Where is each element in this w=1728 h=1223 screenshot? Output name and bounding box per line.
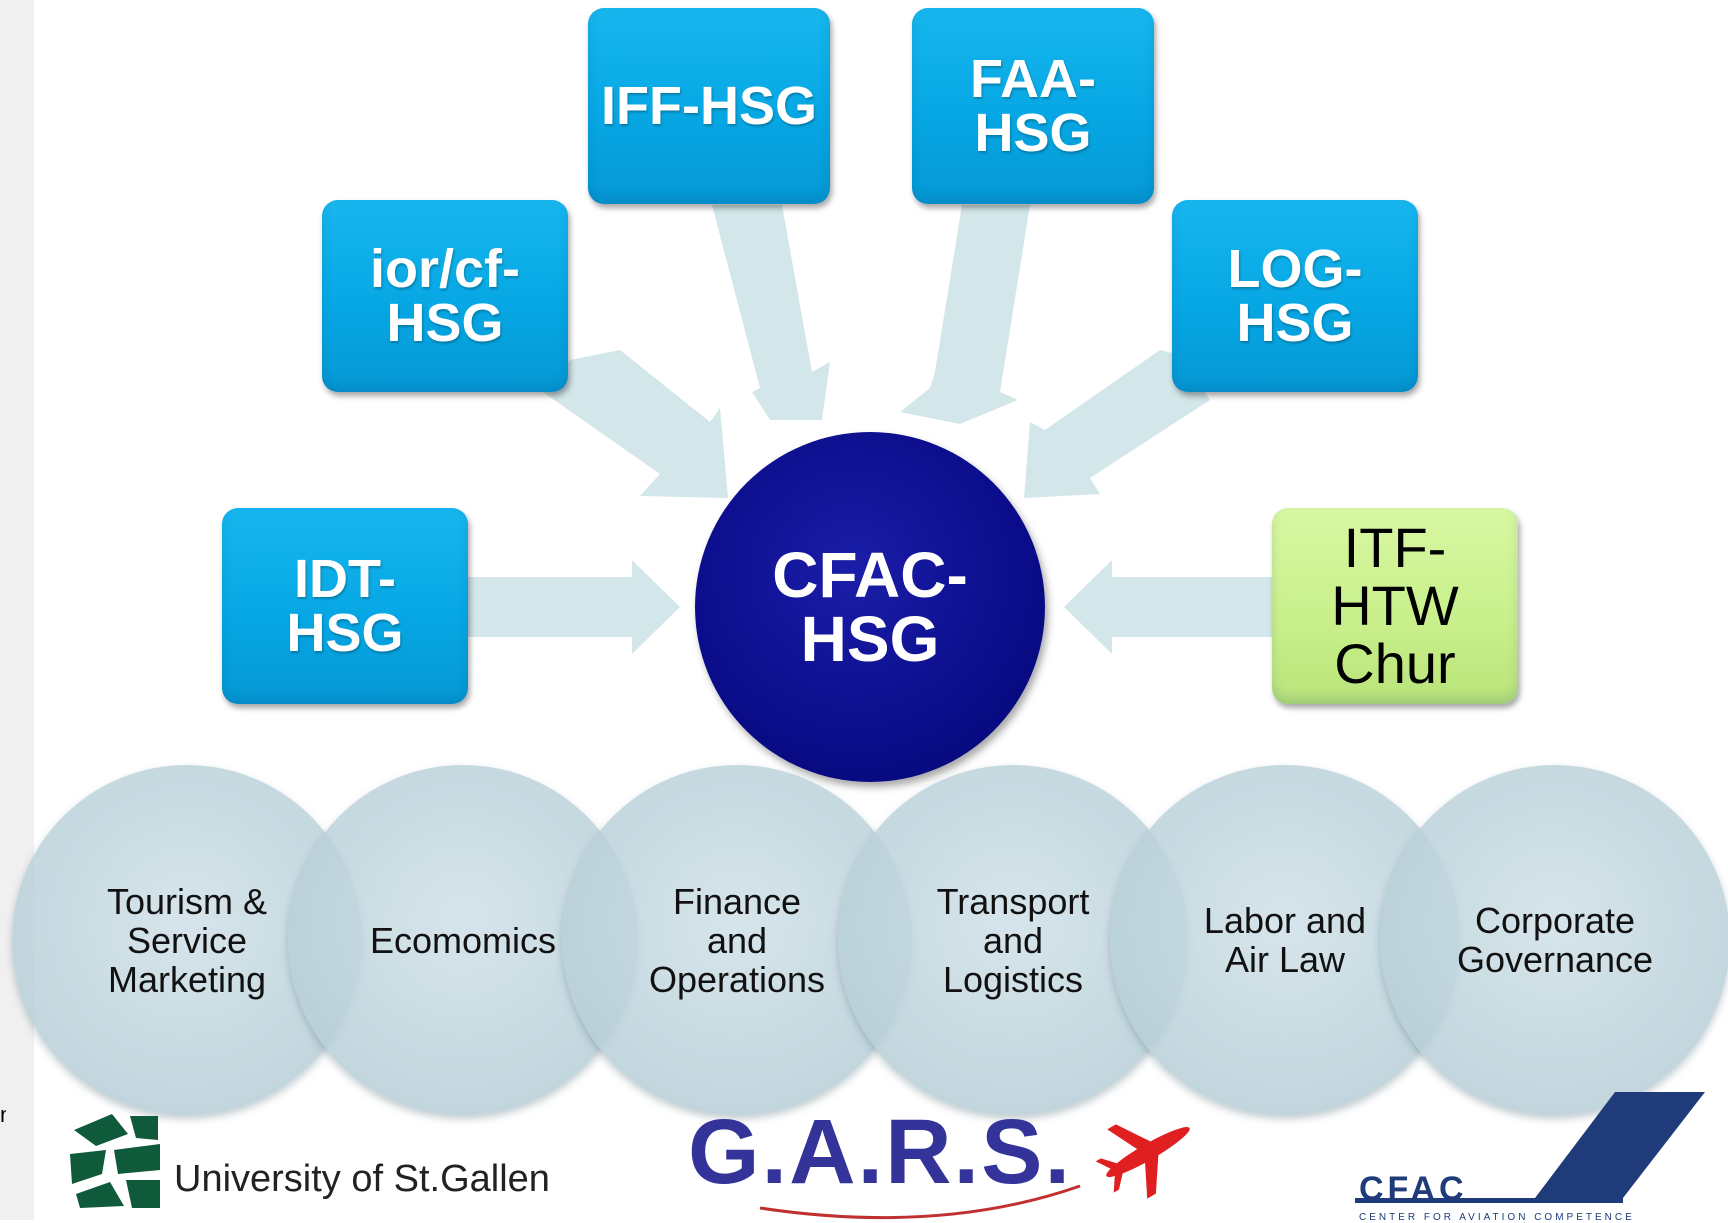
arrow-faa	[900, 205, 1030, 424]
institute-box-itf: ITF- HTW Chur	[1272, 508, 1518, 704]
logo-gars: G.A.R.S.	[680, 1100, 1220, 1220]
institute-label: IDT- HSG	[286, 549, 404, 663]
arrow-itf	[1064, 560, 1272, 654]
hub-label: CFAC- HSG	[772, 539, 968, 675]
institute-box-iorcf: ior/cf- HSG	[322, 200, 568, 392]
institute-label: LOG- HSG	[1227, 239, 1363, 353]
discipline-circle: Finance and Operations	[562, 765, 912, 1115]
discipline-label: Finance and Operations	[648, 880, 826, 1000]
cfac-wordmark: CFAC	[1359, 1170, 1468, 1208]
arrow-log	[1024, 350, 1210, 498]
unisg-wordmark: University of St.Gallen	[174, 1158, 550, 1200]
institute-label: IFF-HSG	[601, 76, 817, 136]
plane-icon	[759, 1124, 1190, 1220]
cfac-subtitle: CENTER FOR AVIATION COMPETENCE	[1359, 1212, 1635, 1223]
institute-box-idt: IDT- HSG	[222, 508, 468, 704]
logo-university-st-gallen: University of St.Gallen	[66, 1110, 550, 1210]
institute-box-faa: FAA- HSG	[912, 8, 1154, 204]
institute-box-log: LOG- HSG	[1172, 200, 1418, 392]
hub-circle: CFAC- HSG	[695, 432, 1045, 782]
institute-label: FAA- HSG	[970, 49, 1096, 163]
unisg-emblem-icon	[70, 1114, 160, 1208]
institute-box-iff: IFF-HSG	[588, 8, 830, 204]
arrow-iorcf	[540, 350, 728, 498]
institute-label: ior/cf- HSG	[369, 239, 520, 353]
cfac-tail-icon	[1355, 1092, 1705, 1203]
discipline-label: Transport and Logistics	[936, 880, 1090, 1000]
discipline-circle: Corporate Governance	[1380, 765, 1728, 1115]
arrow-iff	[712, 205, 830, 420]
arrow-idt	[468, 560, 680, 654]
discipline-label: Ecomomics	[369, 919, 557, 961]
left-margin-strip	[0, 0, 34, 1220]
edge-glyph: n	[0, 1104, 6, 1126]
discipline-label: Labor and Air Law	[1203, 900, 1367, 980]
logo-cfac: CFAC CENTER FOR AVIATION COMPETENCE	[1355, 1090, 1715, 1223]
gars-wordmark: G.A.R.S.	[688, 1101, 1073, 1203]
discipline-label: Corporate Governance	[1456, 900, 1654, 980]
discipline-label: Tourism & Service Marketing	[106, 880, 268, 1000]
institute-label: ITF- HTW Chur	[1331, 516, 1459, 695]
